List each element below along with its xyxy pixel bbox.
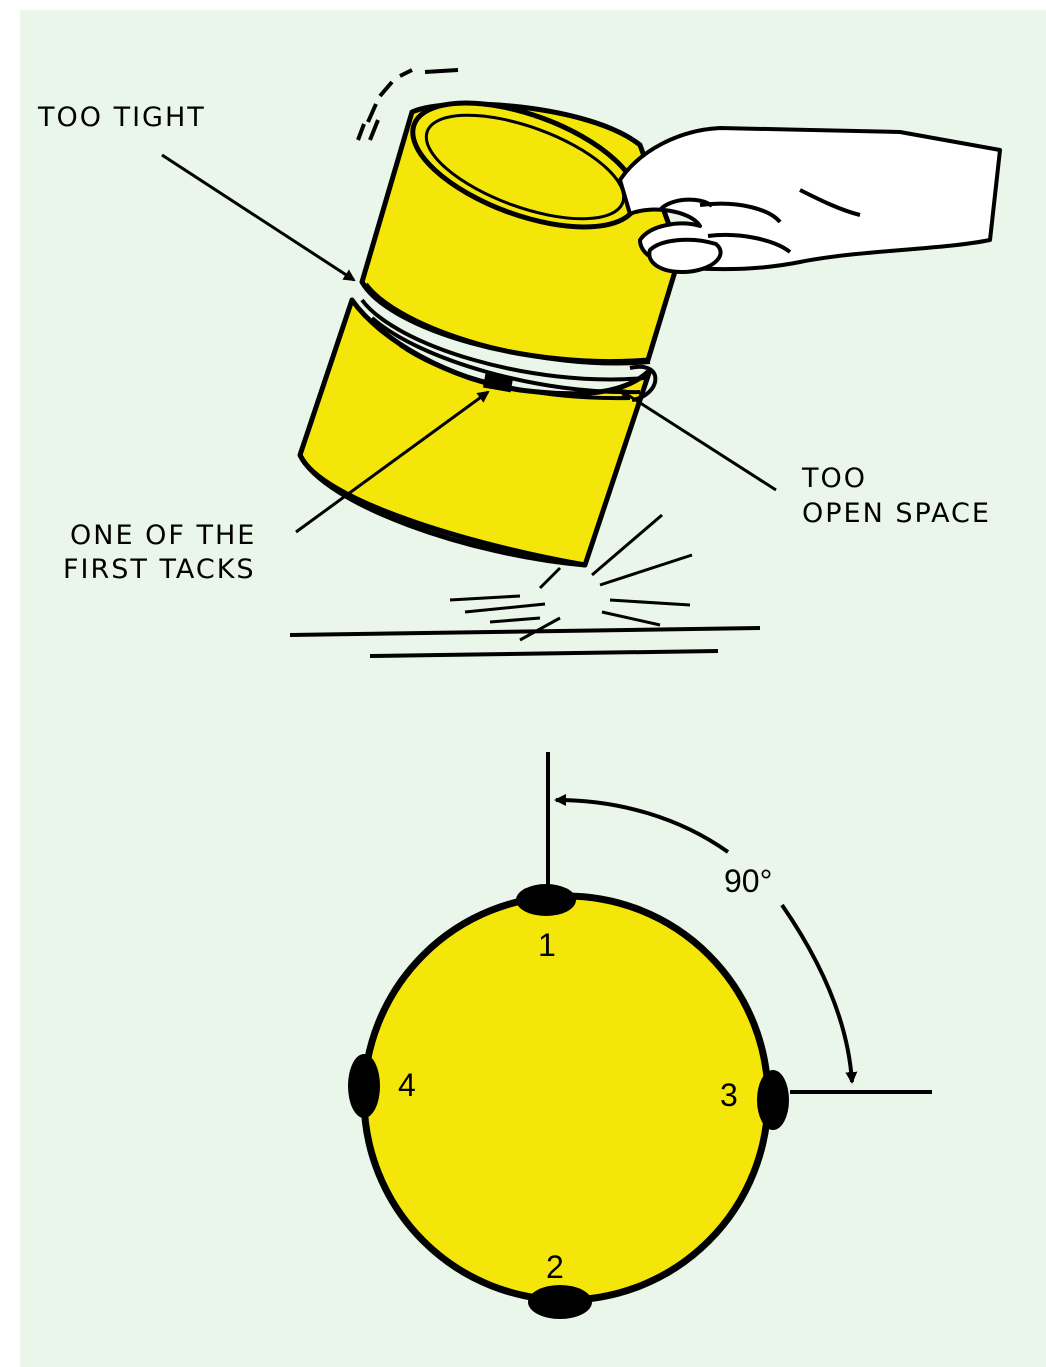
label-too-open-line1: TOO <box>801 463 867 494</box>
tack-sequence-diagram: 1 2 3 4 90° <box>348 752 932 1319</box>
ground-lines <box>289 626 761 658</box>
tack-number-3: 3 <box>720 1077 738 1113</box>
first-tack <box>482 373 514 393</box>
tack-number-4: 4 <box>398 1067 416 1103</box>
tack-1 <box>516 884 576 916</box>
motion-marks <box>356 68 459 141</box>
angle-label: 90° <box>724 863 772 899</box>
tack-3 <box>757 1070 789 1130</box>
label-first-tacks-line2: FIRST TACKS <box>63 554 256 585</box>
tack-number-1: 1 <box>538 927 556 963</box>
label-too-open-line2: OPEN SPACE <box>802 498 991 529</box>
pipe-cross-section <box>360 892 772 1304</box>
label-too-tight: TOO TIGHT <box>37 102 206 133</box>
too-open-arrow <box>618 388 777 492</box>
tack-4 <box>348 1054 380 1118</box>
impact-lines <box>449 513 693 642</box>
angle-arc-lower <box>780 903 858 1084</box>
hand <box>618 126 1002 274</box>
first-tack-arrow <box>295 390 490 534</box>
pipe-fitting-illustration: TOO TIGHT TOO OPEN SPACE ONE OF THE FIRS… <box>37 68 1002 658</box>
angle-arc-upper <box>554 794 730 854</box>
tack-number-2: 2 <box>546 1249 564 1285</box>
too-tight-arrow <box>161 153 356 282</box>
label-first-tacks-line1: ONE OF THE <box>70 520 256 551</box>
leader-arrows <box>161 153 777 534</box>
tack-2 <box>528 1285 592 1319</box>
